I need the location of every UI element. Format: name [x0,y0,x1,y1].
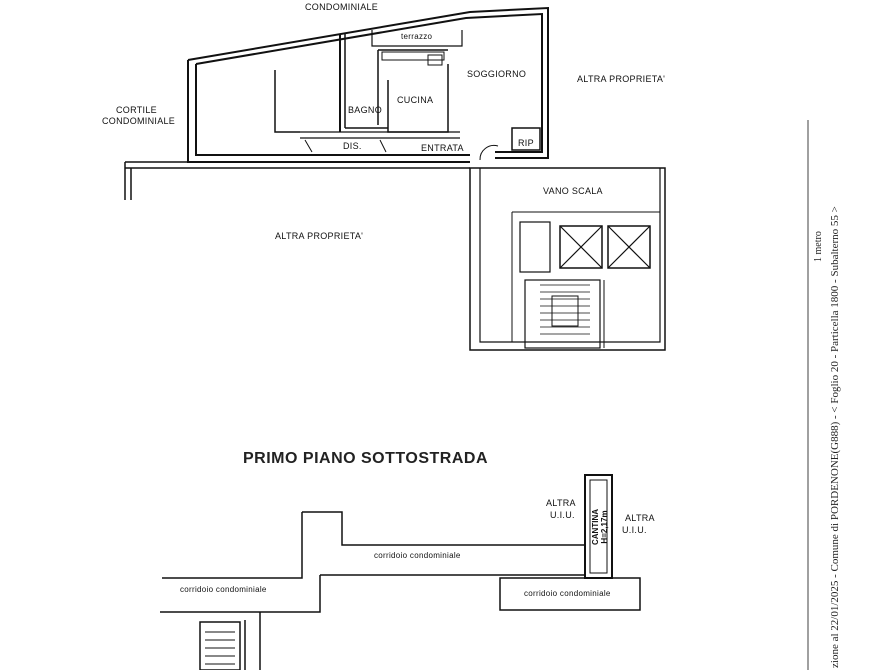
label-altra-proprieta-left: ALTRA PROPRIETA' [275,231,364,241]
basement-title: PRIMO PIANO SOTTOSTRADA [243,450,488,467]
label-cortile: CORTILE [116,105,157,115]
label-bagno: BAGNO [348,105,383,115]
label-condominiale-top: CONDOMINIALE [305,2,379,12]
label-vano-scala: VANO SCALA [543,186,603,196]
stair-hall-outer [469,167,666,351]
stair-hall-inner [479,168,661,343]
side-annotation-main: zione al 22/01/2025 - Comune di PORDENON… [829,206,841,668]
label-terrazzo: terrazzo [401,32,433,41]
apartment-outer-wall-inner [195,12,543,153]
corridor-left-down [244,612,261,670]
stair-core [551,295,579,327]
label-cantina-name: CANTINA [591,509,600,545]
label-cantina-height: H=2,17m [600,510,609,544]
room-wall-1 [274,70,300,133]
entrance-door-arc [479,144,499,161]
corridor-main-upper [302,511,585,546]
side-annotation-partial: 1 metro [813,231,824,262]
label-entrata: ENTRATA [421,143,464,153]
label-altra-left-2: U.I.U. [550,510,575,520]
room-wall-6 [300,131,460,139]
room-wall-5 [377,49,448,125]
apartment-outer-wall [187,6,549,159]
label-altra-right-1: ALTRA [625,513,655,523]
apartment-left-wall-inner [195,64,470,156]
corridor-left-lower [160,575,321,613]
building-line-left [124,161,470,200]
label-dis: DIS. [343,141,362,151]
label-altra-proprieta-right: ALTRA PROPRIETA' [577,74,666,84]
label-rip: RIP [518,138,534,148]
label-soggiorno: SOGGIORNO [467,69,527,79]
label-cantina: CANTINA H=2,17m [591,497,609,557]
stair-flight [524,279,601,349]
kitchen-counter [381,51,445,61]
label-corridoio-1: corridoio condominiale [374,551,461,560]
label-altra-left-1: ALTRA [546,498,576,508]
label-cortile-condominiale: CONDOMINIALE [102,116,176,126]
stair-hall-divider [511,211,660,342]
corridor-right-box [499,577,641,611]
label-altra-right-2: U.I.U. [622,525,647,535]
label-corridoio-2: corridoio condominiale [180,585,267,594]
basement-stair [199,621,241,670]
stair-landing [519,221,551,273]
corridor-left-upper [162,512,303,579]
elevator-shaft-1 [559,225,603,269]
rip-closet [511,127,541,151]
elevator-shaft-2 [607,225,651,269]
label-cucina: CUCINA [397,95,434,105]
label-corridoio-3: corridoio condominiale [524,589,611,598]
